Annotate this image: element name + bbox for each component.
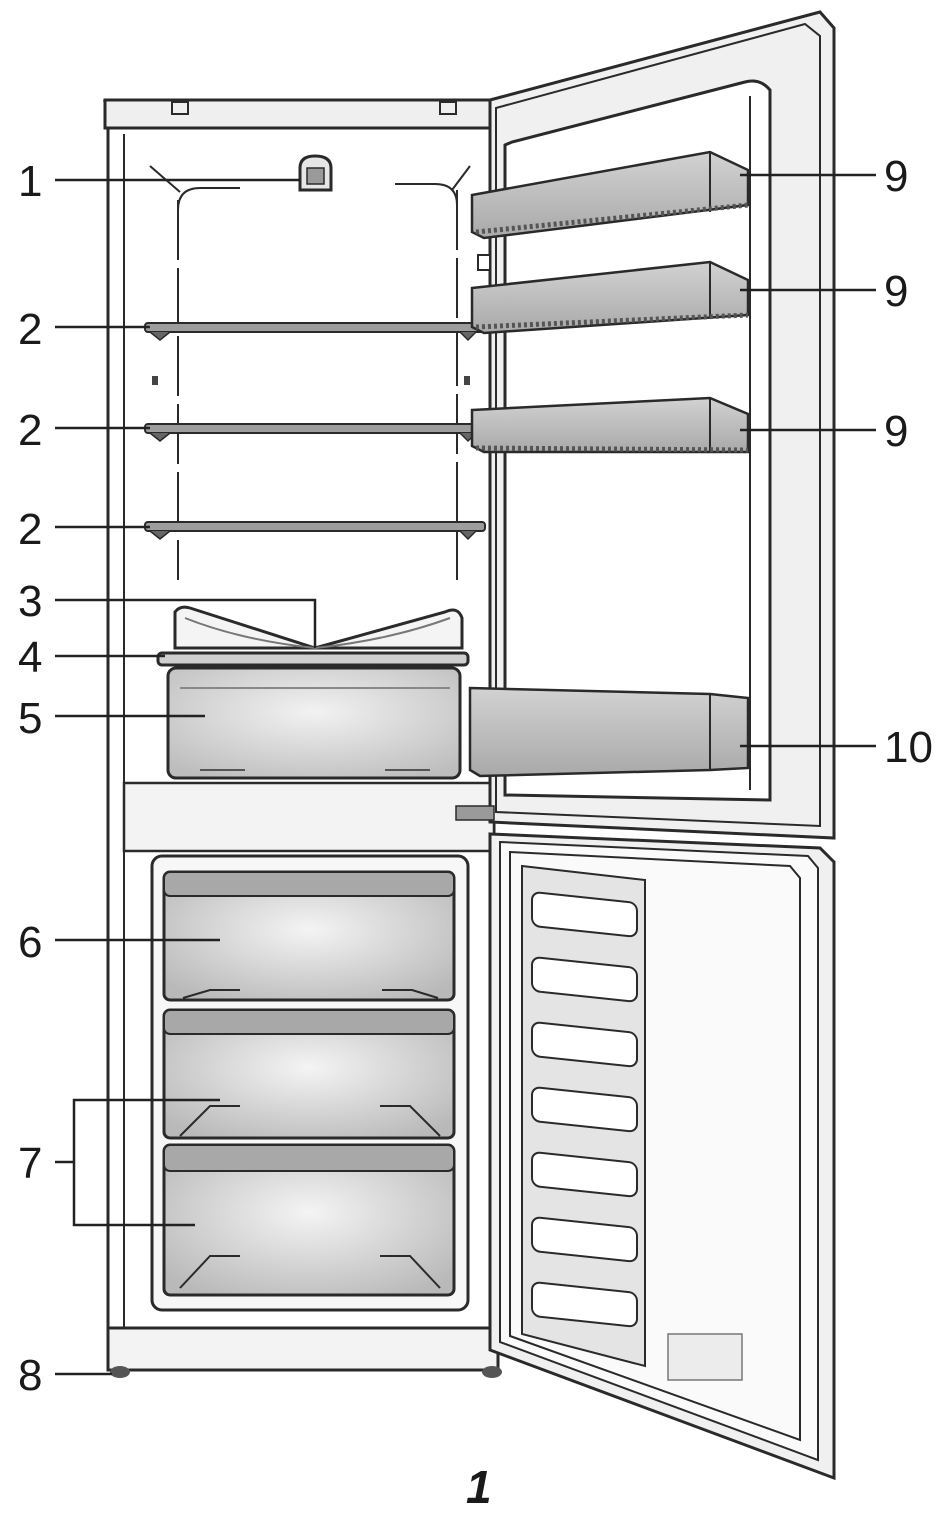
freezer-door-vents [531, 891, 638, 1328]
door-sticker [667, 1333, 743, 1381]
callout-9-middle: 9 [884, 267, 908, 316]
freezer-door [488, 832, 836, 1481]
freezer-drawer-middle [162, 1008, 456, 1140]
callout-6: 6 [18, 918, 42, 967]
door-balcony-3 [470, 396, 750, 454]
callout-9-top: 9 [884, 152, 908, 201]
front-foot-left [110, 1366, 130, 1378]
glass-shelf-1 [144, 322, 486, 342]
door-balcony-2 [470, 260, 750, 335]
callout-5: 5 [18, 694, 42, 743]
freezer-drawer-bottom [162, 1143, 456, 1297]
leader-lines [55, 173, 876, 1376]
callout-8: 8 [18, 1351, 42, 1400]
door-balcony-1 [470, 150, 750, 240]
glass-shelf-2 [144, 423, 477, 443]
callout-9-bottom: 9 [884, 407, 908, 456]
crisper-lid [156, 651, 470, 667]
bottle-holder [173, 605, 464, 650]
crisper-drawer [166, 666, 462, 780]
light-thermostat-housing [298, 154, 333, 192]
figure-number: 1 [466, 1461, 492, 1513]
callout-2-top: 2 [18, 305, 42, 354]
callout-3: 3 [18, 577, 42, 626]
callout-1: 1 [18, 157, 42, 206]
freezer-drawer-top [162, 870, 456, 1002]
callout-2-middle: 2 [18, 406, 42, 455]
callout-2-bottom: 2 [18, 505, 42, 554]
front-foot-right [482, 1366, 502, 1378]
glass-shelf-3 [144, 521, 486, 541]
door-hinge [455, 805, 495, 821]
callout-7: 7 [18, 1139, 42, 1188]
bottle-balcony [468, 686, 750, 778]
callout-4: 4 [18, 633, 42, 682]
callout-10: 10 [884, 723, 933, 772]
